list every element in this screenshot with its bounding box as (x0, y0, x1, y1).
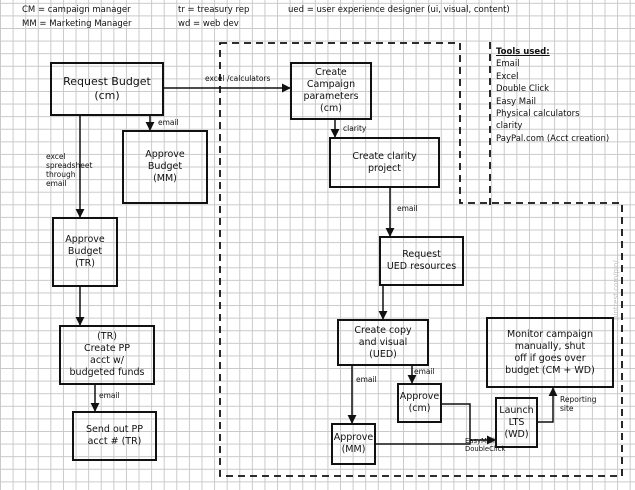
label-excel-calculators: excel /calculators (205, 74, 271, 83)
label-easymail-doubleclick: EasyMail/ DoubleClick (465, 437, 506, 453)
tool-item: Excel (496, 71, 519, 82)
request-budget-box: Request Budget(cm) (50, 62, 164, 116)
legend-ued: ued = user experience designer (ui, visu… (288, 5, 510, 15)
label-email-2: email (397, 204, 418, 213)
approve-cm-box: Approve(cm) (397, 383, 442, 423)
label-clarity: clarity (343, 124, 367, 133)
label-reporting-site: Reporting site (560, 395, 597, 413)
watermark: pintrest.com/pin/... (612, 253, 620, 320)
legend-mm: MM = Marketing Manager (22, 19, 132, 29)
tool-item: PayPal.com (Acct creation) (496, 133, 610, 144)
legend-cm: CM = campaign manager (22, 5, 131, 15)
tools-used-list: Tools used: Email Excel Double Click Eas… (496, 46, 621, 145)
arrow-approve-mm-to-launch (376, 440, 471, 445)
tool-item: Double Click (496, 84, 550, 95)
tool-item: Physical calculators (496, 109, 580, 120)
label-email-1: email (158, 118, 179, 127)
tool-item: Easy Mail (496, 96, 537, 107)
approve-mm-box: Approve(MM) (331, 423, 376, 465)
legend-wd: wd = web dev (178, 19, 239, 29)
tool-item: Email (496, 59, 520, 70)
arrow-approve-cm-to-launch (442, 403, 496, 445)
arrow-launch-to-monitor (538, 387, 558, 423)
label-email-4: email (414, 367, 435, 376)
label-excel-spreadsheet: excel spreadsheet through email (46, 152, 93, 188)
legend-tr: tr = treasury rep (178, 5, 250, 15)
label-email-3: email (99, 391, 120, 400)
tools-title: Tools used: (496, 47, 550, 57)
label-email-5: email (356, 375, 377, 384)
dashed-boundary-main (219, 42, 623, 477)
tool-item: clarity (496, 121, 523, 132)
